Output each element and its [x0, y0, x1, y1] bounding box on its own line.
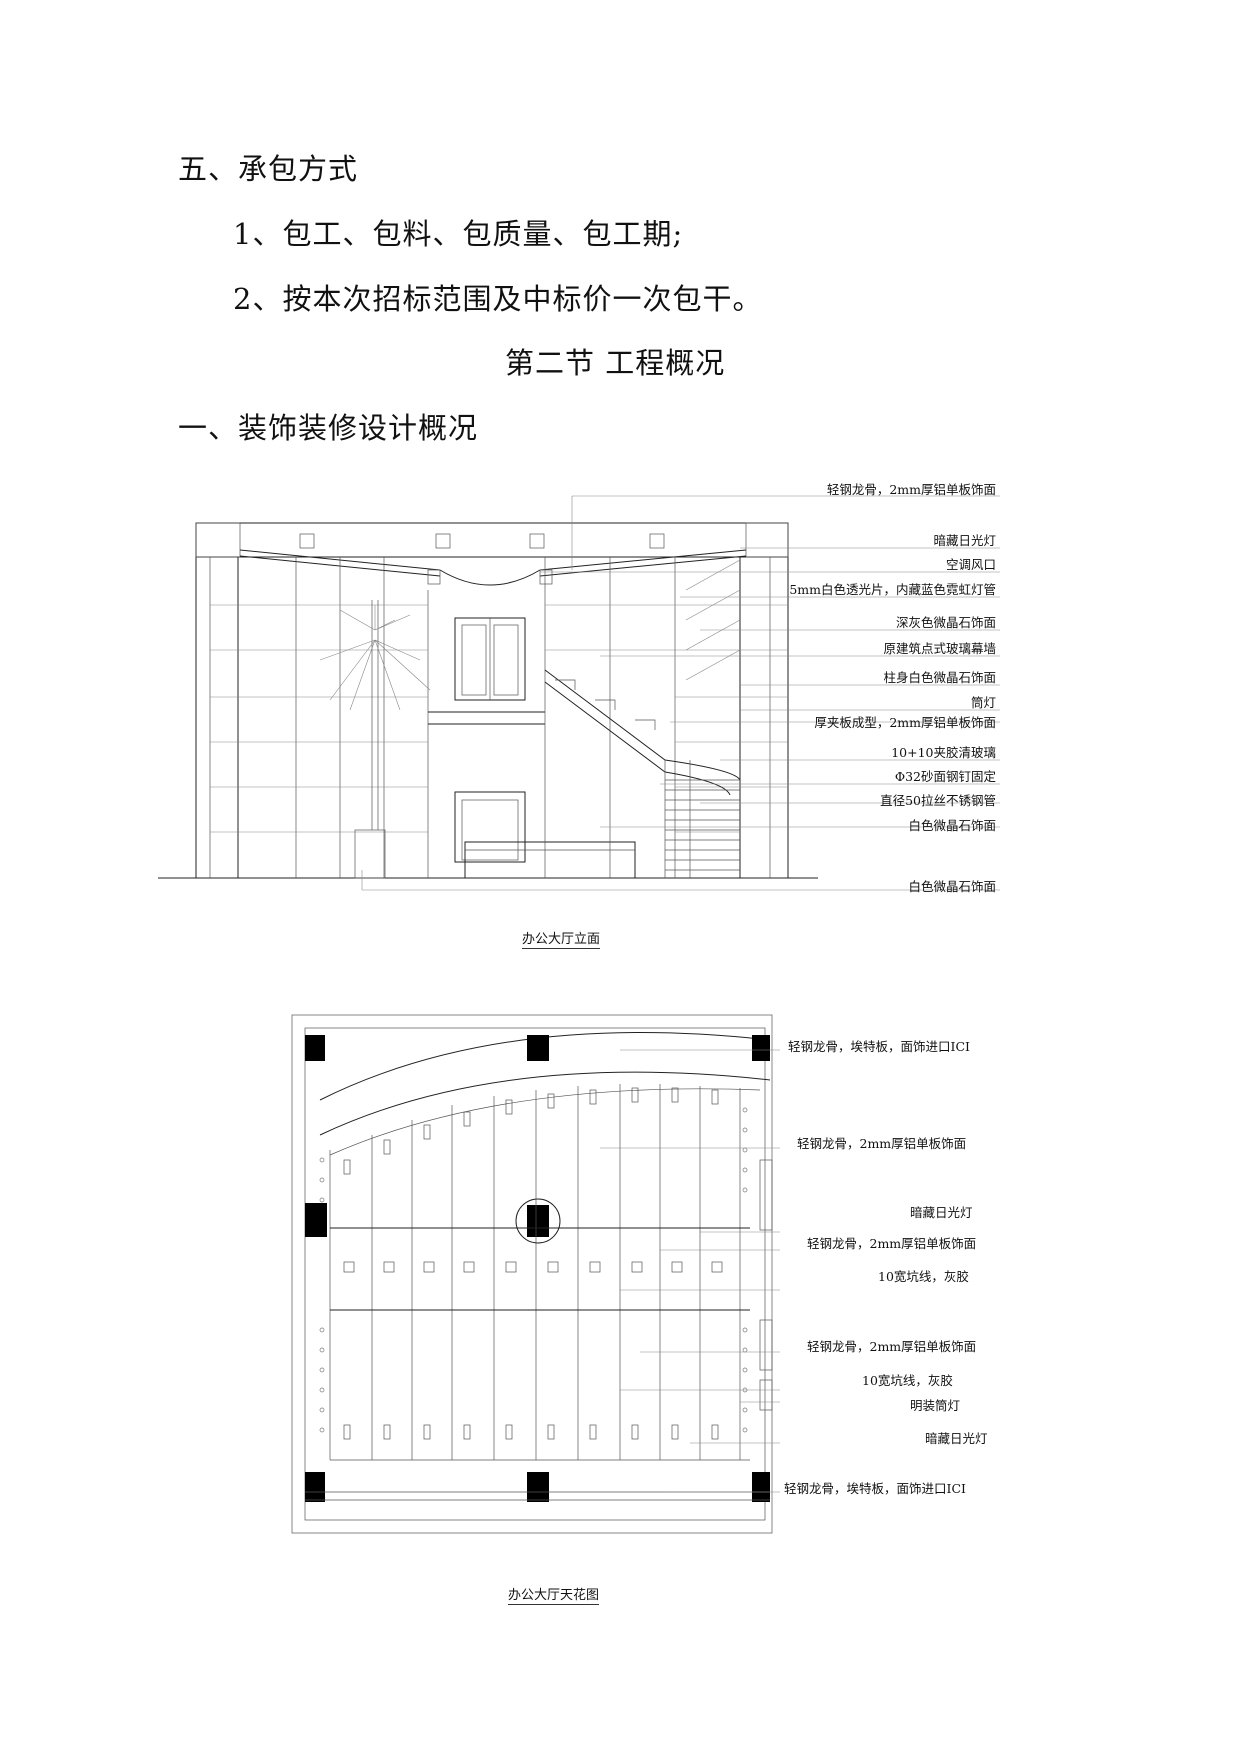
elev-label-1: 轻钢龙骨，2mm厚铝单板饰面	[827, 482, 996, 497]
elev-label-12: 直径50拉丝不锈钢管	[880, 793, 996, 808]
elev-label-8: 筒灯	[971, 695, 996, 710]
elev-label-4: 5mm白色透光片，内藏蓝色霓虹灯管	[789, 582, 996, 597]
ceil-label-2: 轻钢龙骨，2mm厚铝单板饰面	[797, 1136, 966, 1151]
ceiling-caption: 办公大厅天花图	[508, 1584, 600, 1605]
ceil-label-9: 暗藏日光灯	[925, 1431, 988, 1446]
ceil-label-8: 明装筒灯	[910, 1398, 960, 1413]
elev-label-3: 空调风口	[946, 557, 996, 572]
ceil-label-4: 轻钢龙骨，2mm厚铝单板饰面	[807, 1236, 976, 1251]
section-5-item-1: 1、包工、包料、包质量、包工期;	[233, 217, 684, 251]
section-5-heading: 五、承包方式	[178, 152, 359, 186]
elev-label-7: 柱身白色微晶石饰面	[883, 670, 996, 685]
section-1-heading: 一、装饰装修设计概况	[178, 411, 479, 445]
chapter-2-title: 第二节 工程概况	[505, 346, 726, 380]
elev-label-14: 白色微晶石饰面	[908, 879, 996, 894]
elev-label-2: 暗藏日光灯	[933, 533, 996, 548]
elev-label-11: Φ32砂面钢钉固定	[895, 769, 996, 784]
elev-label-5: 深灰色微晶石饰面	[896, 615, 996, 630]
elev-label-10: 10+10夹胶清玻璃	[891, 745, 996, 760]
elev-label-6: 原建筑点式玻璃幕墙	[883, 641, 996, 656]
ceil-label-10: 轻钢龙骨，埃特板，面饰进口ICI	[784, 1481, 966, 1496]
elevation-caption: 办公大厅立面	[522, 928, 601, 949]
elev-label-13: 白色微晶石饰面	[908, 818, 996, 833]
ceil-label-6: 轻钢龙骨，2mm厚铝单板饰面	[807, 1339, 976, 1354]
ceil-label-3: 暗藏日光灯	[910, 1205, 973, 1220]
ceil-label-7: 10宽坑线，灰胶	[862, 1373, 953, 1388]
section-5-item-2: 2、按本次招标范围及中标价一次包干。	[233, 282, 763, 316]
elev-label-9: 厚夹板成型，2mm厚铝单板饰面	[814, 715, 996, 730]
ceil-label-5: 10宽坑线，灰胶	[878, 1269, 969, 1284]
ceil-label-1: 轻钢龙骨，埃特板，面饰进口ICI	[788, 1039, 970, 1054]
